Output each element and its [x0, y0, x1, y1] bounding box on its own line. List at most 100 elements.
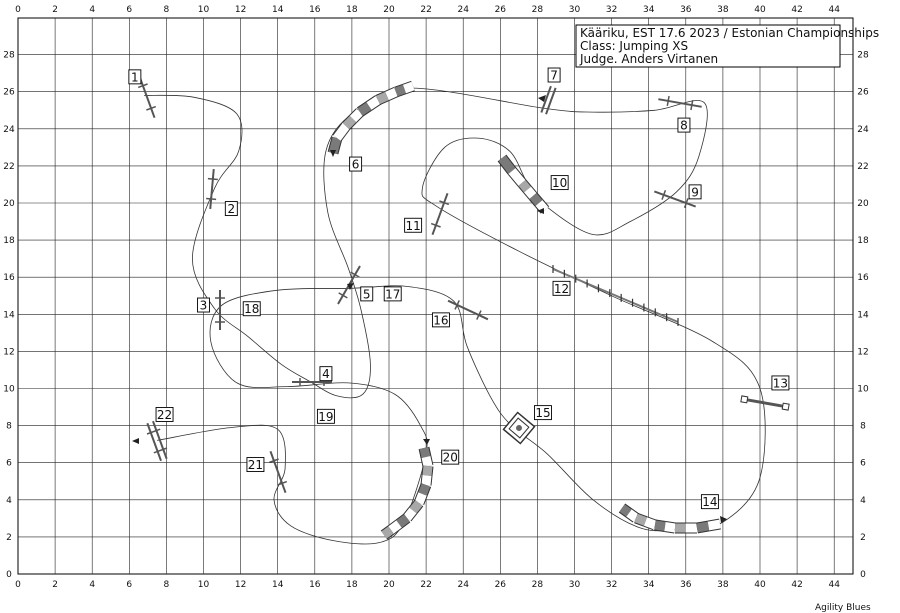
- tunnel-segment: [518, 180, 531, 193]
- x-tick-label-bottom: 24: [457, 580, 469, 590]
- obstacle-number-label: 13: [773, 376, 788, 390]
- x-tick-label-bottom: 22: [420, 580, 431, 590]
- obstacle-number-box: [349, 156, 363, 172]
- tunnel-segment: [419, 447, 431, 458]
- tunnel-segment: [394, 84, 406, 97]
- obstacle-number-label: 8: [680, 119, 688, 133]
- y-tick-label-left: 26: [3, 88, 15, 98]
- jump-11: [430, 192, 450, 236]
- obstacle-number-box: [197, 297, 210, 313]
- obstacle-number-box: [700, 494, 719, 510]
- credit-label: Agility Blues: [815, 603, 871, 613]
- y-tick-label-right: 22: [857, 162, 868, 172]
- obstacle-number-label: 16: [433, 313, 448, 327]
- course-frame: [17, 17, 854, 575]
- obstacle-number-label: 19: [318, 410, 333, 424]
- arrow-icon: [537, 208, 544, 214]
- y-tick-label-left: 16: [3, 273, 15, 283]
- tunnel-segment: [349, 108, 364, 123]
- jump-2: [206, 168, 218, 210]
- tunnel-segment: [388, 520, 402, 534]
- x-tick-label-bottom: 38: [717, 580, 729, 590]
- x-tick-label-bottom: 36: [680, 580, 692, 590]
- x-tick-label-top: 4: [89, 5, 95, 15]
- tunnel-segment: [421, 475, 432, 486]
- obstacle-number-box: [441, 449, 460, 465]
- obstacle-number-label: 20: [443, 451, 458, 465]
- jump-22: [146, 420, 168, 462]
- y-tick-label-left: 12: [3, 347, 14, 357]
- x-tick-label-top: 22: [420, 5, 431, 15]
- x-tick-label-bottom: 0: [15, 580, 21, 590]
- y-tick-label-left: 4: [6, 496, 12, 506]
- y-tick-label-right: 16: [857, 273, 869, 283]
- obstacle-number-box: [547, 67, 561, 83]
- axis-ticks: 0022446688101012121414161618182020222224…: [3, 5, 869, 590]
- tunnel-segment: [696, 521, 710, 533]
- x-tick-label-bottom: 30: [569, 580, 581, 590]
- y-tick-label-left: 0: [6, 570, 12, 580]
- x-tick-label-top: 14: [272, 5, 284, 15]
- x-tick-label-top: 20: [383, 5, 395, 15]
- y-tick-label-right: 20: [857, 199, 869, 209]
- x-tick-label-top: 18: [346, 5, 358, 15]
- jump-16: [447, 299, 489, 321]
- x-tick-label-bottom: 12: [235, 580, 246, 590]
- tunnel-segment: [619, 504, 632, 517]
- jump-21: [268, 450, 288, 494]
- course-title: Kääriku, EST 17.6 2023 / Estonian Champi…: [580, 26, 879, 40]
- obstacle-number-box: [246, 457, 265, 473]
- x-tick-label-top: 16: [309, 5, 321, 15]
- obstacle-number-label: 5: [363, 287, 371, 301]
- direction-arrows: [132, 95, 727, 523]
- x-tick-label-bottom: 8: [164, 580, 170, 590]
- y-tick-label-right: 28: [857, 51, 869, 61]
- y-tick-label-left: 24: [3, 125, 15, 135]
- arrow-icon: [347, 283, 354, 290]
- x-tick-label-top: 26: [495, 5, 507, 15]
- y-tick-label-left: 6: [6, 459, 12, 469]
- arrow-icon: [423, 439, 430, 445]
- tunnel-segment: [626, 509, 639, 522]
- y-tick-label-left: 20: [3, 199, 15, 209]
- obstacle-number-box: [677, 117, 691, 133]
- y-tick-label-right: 10: [857, 385, 869, 395]
- tunnel-segment: [381, 526, 394, 539]
- x-tick-label-top: 34: [643, 5, 655, 15]
- tunnel-segment: [414, 492, 427, 505]
- x-tick-label-top: 30: [569, 5, 581, 15]
- x-tick-label-bottom: 2: [52, 580, 58, 590]
- tunnel-segment: [634, 513, 648, 526]
- tunnel-10: [497, 154, 550, 214]
- obstacle-number-label: 17: [385, 287, 400, 301]
- obstacle-number-label: 21: [248, 458, 263, 472]
- tunnel-segment: [403, 507, 417, 521]
- x-tick-label-top: 12: [235, 5, 246, 15]
- tunnel-segment: [342, 115, 357, 130]
- x-tick-label-bottom: 10: [198, 580, 210, 590]
- y-tick-label-right: 2: [860, 533, 866, 543]
- arrow-icon: [132, 438, 139, 444]
- y-tick-label-right: 8: [860, 422, 866, 432]
- x-tick-label-bottom: 4: [89, 580, 95, 590]
- x-tick-label-bottom: 32: [606, 580, 617, 590]
- obstacle-number-label: 14: [702, 495, 717, 509]
- tunnel-segment: [498, 155, 516, 174]
- weave-12: [552, 265, 679, 326]
- obstacle-number-box: [404, 217, 423, 233]
- obstacle-number-box: [771, 375, 790, 391]
- obstacle-number-box: [224, 201, 238, 217]
- jump-9: [653, 189, 697, 209]
- obstacle-number-label: 11: [405, 219, 420, 233]
- y-tick-label-right: 14: [857, 310, 869, 320]
- x-tick-label-top: 42: [791, 5, 802, 15]
- table-15: [502, 411, 536, 445]
- obstacle-number-box: [688, 184, 702, 200]
- arrow-icon: [538, 95, 546, 102]
- tunnel-segment: [421, 456, 433, 467]
- tunnel-20: [380, 446, 434, 540]
- obstacle-number-label: 1: [131, 70, 139, 84]
- x-tick-label-top: 32: [606, 5, 617, 15]
- tunnel-segment: [529, 193, 543, 206]
- x-tick-label-bottom: 6: [126, 580, 132, 590]
